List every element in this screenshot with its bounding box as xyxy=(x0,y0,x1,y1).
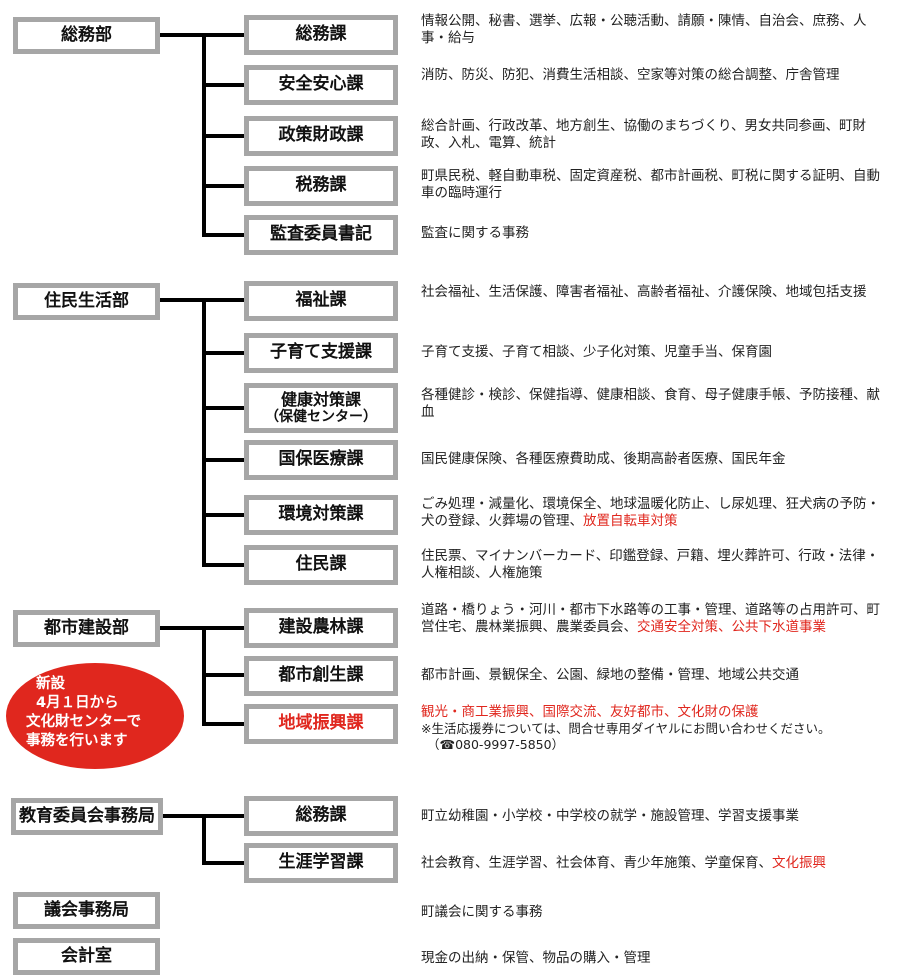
connector xyxy=(202,563,244,567)
section-description: ごみ処理・減量化、環境保全、地球温暖化防止、し尿処理、狂犬病の予防・犬の登録、火… xyxy=(421,496,891,530)
connector xyxy=(202,83,244,87)
desc-highlight: 交通安全対策、公共下水道事業 xyxy=(637,619,826,635)
dept-kaikei: 会計室 xyxy=(13,938,160,975)
dept-gikai-jimukyoku: 議会事務局 xyxy=(13,892,160,929)
section-chiiki-shinko: 地域振興課 xyxy=(244,704,398,744)
connector xyxy=(202,184,244,188)
section-kosodate-shien: 子育て支援課 xyxy=(244,333,398,373)
section-kokuho-iryo: 国保医療課 xyxy=(244,440,398,480)
section-description: 子育て支援、子育て相談、少子化対策、児童手当、保育園 xyxy=(421,344,772,360)
section-description: 町議会に関する事務 xyxy=(421,904,543,920)
section-kankyo-taisaku: 環境対策課 xyxy=(244,495,398,535)
dept-jumin-seikatsu: 住民生活部 xyxy=(13,283,160,320)
section-description: 情報公開、秘書、選挙、広報・公聴活動、請願・陳情、自治会、庶務、人事・給与 xyxy=(421,13,867,46)
section-anzen-anshin: 安全安心課 xyxy=(244,65,398,105)
desc-highlight: 文化振興 xyxy=(772,855,826,871)
new-badge-text: 新設 4月１日から 文化財センターで 事務を行います xyxy=(26,675,196,751)
badge-line: 新設 xyxy=(36,676,65,692)
connector xyxy=(202,134,244,138)
section-description: 消防、防災、防犯、消費生活相談、空家等対策の総合調整、庁舎管理 xyxy=(421,67,840,83)
desc-text: 社会教育、生涯学習、社会体育、青少年施策、学童保育、 xyxy=(421,855,772,871)
connector xyxy=(202,722,244,726)
phone-text: （☎080-9997-5850） xyxy=(427,737,565,752)
section-fukushi: 福祉課 xyxy=(244,281,398,321)
section-kyoiku-somu: 総務課 xyxy=(244,796,398,836)
section-toshi-sosei: 都市創生課 xyxy=(244,656,398,696)
section-description: 国民健康保険、各種医療費助成、後期高齢者医療、国民年金 xyxy=(421,451,786,467)
connector xyxy=(202,351,244,355)
section-description: 町立幼稚園・小学校・中学校の就学・施設管理、学習支援事業 xyxy=(421,808,799,824)
connector xyxy=(202,513,244,517)
section-description: 総合計画、行政改革、地方創生、協働のまちづくり、男女共同参画、町財政、入札、電算… xyxy=(421,118,866,151)
section-description: 現金の出納・保管、物品の購入・管理 xyxy=(421,950,651,966)
desc-highlight: 放置自転車対策 xyxy=(583,513,678,529)
section-kenko-taisaku: 健康対策課 （保健センター） xyxy=(244,383,398,433)
section-description: 都市計画、景観保全、公園、緑地の整備・管理、地域公共交通 xyxy=(421,667,799,683)
badge-line: 4月１日から xyxy=(36,695,119,711)
section-description: 各種健診・検診、保健指導、健康相談、食育、母子健康手帳、予防接種、献血 xyxy=(421,387,880,420)
section-description: 道路・橋りょう・河川・都市下水路等の工事・管理、道路等の占用許可、町営住宅、農林… xyxy=(421,602,891,636)
note-text: ※生活応援券については、問合せ専用ダイヤルにお問い合わせください。 xyxy=(421,721,831,736)
section-description: 観光・商工業振興、国際交流、友好都市、文化財の保護 ※生活応援券については、問合… xyxy=(421,704,891,753)
dept-toshi-kensetsu: 都市建設部 xyxy=(13,610,160,647)
section-zeimu: 税務課 xyxy=(244,166,398,206)
section-description: 町県民税、軽自動車税、固定資産税、都市計画税、町税に関する証明、自動車の臨時運行 xyxy=(421,168,880,201)
dept-kyoiku-iinkai: 教育委員会事務局 xyxy=(11,798,163,835)
section-shogai-gakushu: 生涯学習課 xyxy=(244,843,398,883)
section-description: 住民票、マイナンバーカード、印鑑登録、戸籍、埋火葬許可、行政・法律・人権相談、人… xyxy=(421,548,880,581)
desc-text: 道路・橋りょう・河川・都市下水路等の工事・管理、道路等の占用許可、町営住宅、農林… xyxy=(421,602,880,635)
section-description: 社会福祉、生活保護、障害者福祉、高齢者福祉、介護保険、地域包括支援 xyxy=(421,284,867,300)
section-jumin: 住民課 xyxy=(244,545,398,585)
desc-highlight: 観光・商工業振興、国際交流、友好都市、文化財の保護 xyxy=(421,704,759,720)
connector xyxy=(202,458,244,462)
section-somu-ka: 総務課 xyxy=(244,15,398,55)
section-name: 健康対策課 xyxy=(280,389,361,409)
section-kansa-shoki: 監査委員書記 xyxy=(244,215,398,255)
connector xyxy=(202,814,206,865)
section-seisaku-zaisei: 政策財政課 xyxy=(244,116,398,156)
connector xyxy=(202,673,244,677)
section-description: 社会教育、生涯学習、社会体育、青少年施策、学童保育、文化振興 xyxy=(421,855,891,872)
badge-line: 文化財センターで xyxy=(26,714,142,730)
section-subname: （保健センター） xyxy=(265,409,377,426)
connector xyxy=(202,861,244,865)
connector xyxy=(202,233,244,237)
desc-text: ごみ処理・減量化、環境保全、地球温暖化防止、し尿処理、狂犬病の予防・犬の登録、火… xyxy=(421,496,880,529)
connector xyxy=(202,298,206,567)
badge-line: 事務を行います xyxy=(26,733,128,749)
section-kensetsu-norin: 建設農林課 xyxy=(244,608,398,648)
section-description: 監査に関する事務 xyxy=(421,225,529,241)
dept-somu: 総務部 xyxy=(13,17,160,54)
new-badge xyxy=(6,663,184,769)
connector xyxy=(202,406,244,410)
